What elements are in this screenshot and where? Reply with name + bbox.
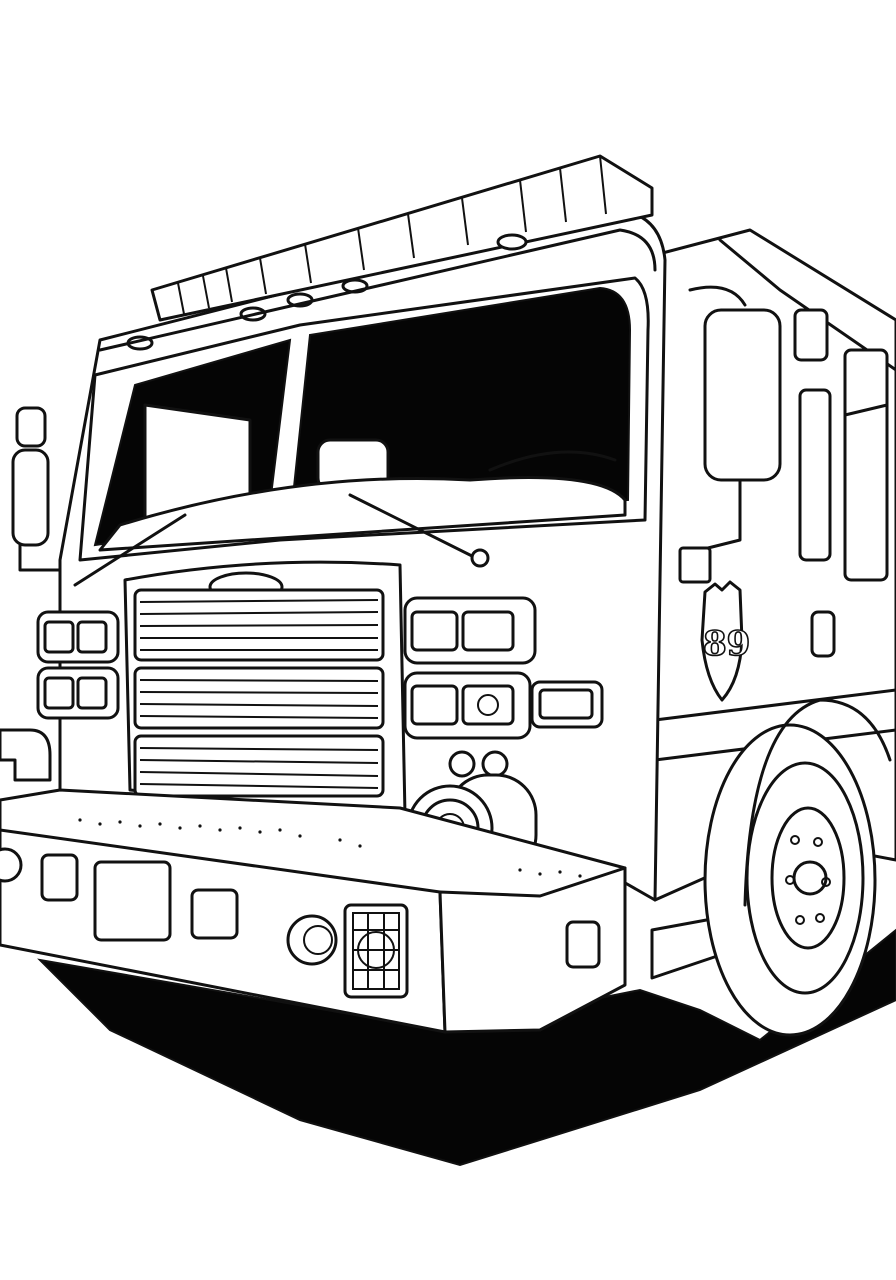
right-mirror-mount (678, 546, 712, 584)
side-compartment-light (793, 308, 829, 362)
light-bar (150, 154, 654, 322)
side-stripe-top (653, 688, 896, 722)
grille-section-bottom (133, 734, 385, 798)
light-bar-segments (177, 155, 607, 315)
bumper-light-mid (190, 888, 239, 940)
steering-wheel (488, 450, 617, 472)
window-divider (843, 403, 889, 417)
side-window-2 (843, 348, 889, 582)
bumper-plate (93, 860, 172, 942)
left-mirror-top (15, 406, 47, 448)
left-mirror-arm (18, 543, 62, 572)
right-mirror-top-arm (688, 285, 747, 307)
wiper-right (348, 493, 482, 562)
headlights-right (403, 596, 604, 740)
bumper-light-left (40, 853, 79, 902)
left-mirror (11, 448, 50, 547)
roof-edge (98, 228, 657, 352)
bumper-vent-mesh (352, 912, 400, 990)
grille-section-top (133, 588, 385, 662)
bumper-round-light-inner (303, 925, 333, 955)
badge-number: 89 (703, 624, 750, 664)
side-window-1 (798, 388, 832, 562)
roof-marker-lights (126, 233, 528, 351)
bumper-diamond-plate (78, 818, 582, 878)
bumper-round-light (286, 914, 338, 966)
wiper-left (73, 513, 187, 587)
tow-hook-left (0, 847, 23, 883)
side-roof-edge (718, 238, 896, 372)
badge-shield (700, 580, 744, 702)
grille-section-middle (133, 666, 385, 730)
intake-pipe (0, 728, 52, 782)
bumper-side (438, 866, 627, 1034)
bumper-side-light (565, 920, 601, 969)
dashboard (98, 476, 627, 552)
headlights-left (36, 610, 120, 720)
wheel-arch (743, 698, 892, 907)
front-wheel (703, 723, 877, 1037)
side-handle (810, 610, 836, 658)
right-mirror (703, 308, 782, 482)
windshield-frame (78, 276, 650, 562)
wiper-pivot (470, 548, 490, 568)
